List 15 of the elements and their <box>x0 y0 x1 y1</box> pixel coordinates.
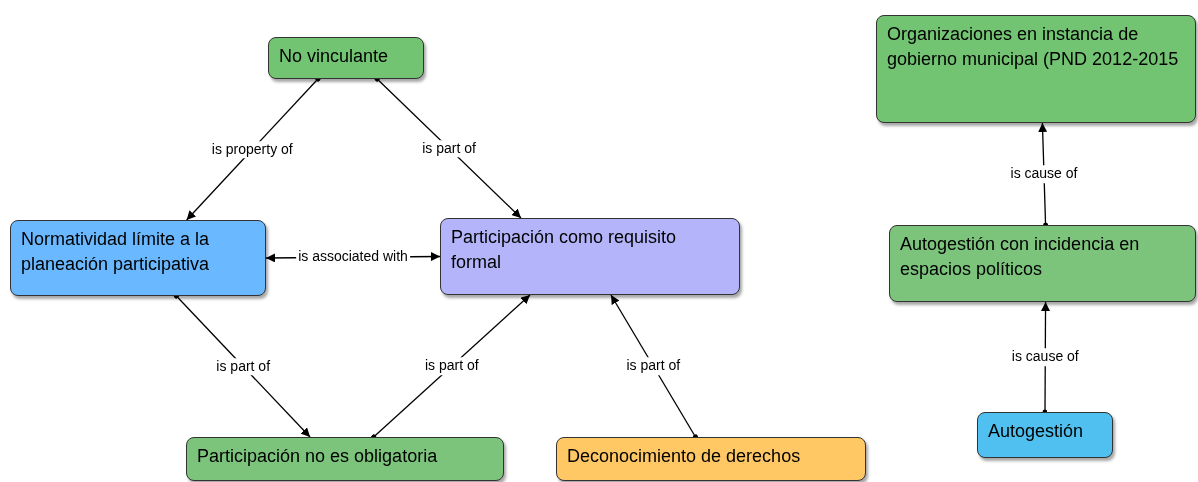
concept-box: Participación no es obligatoria <box>186 437 504 481</box>
concept-box: Normatividad límite a la planeación participativa <box>10 220 266 296</box>
concept-box: Participación como requisito formal <box>440 218 740 295</box>
concept-box: No vinculante <box>268 37 424 79</box>
concept-box: Deconocimiento de derechos <box>556 437 866 481</box>
edge-label: is cause of <box>1008 165 1080 183</box>
concept-box: Autogestión con incidencia en espacios políticos <box>889 225 1196 302</box>
edge-label: is part of <box>422 357 481 375</box>
edge-label: is cause of <box>1009 348 1081 366</box>
edge-label: is part of <box>420 139 478 158</box>
concept-box: Autogestión <box>977 412 1113 458</box>
edge-label: is part of <box>624 357 683 375</box>
edge-label: is part of <box>214 357 273 376</box>
concept-box: Organizaciones en instancia de gobierno municipal (PND 2012-2015 <box>876 15 1196 123</box>
edge-label: is property of <box>209 140 295 159</box>
